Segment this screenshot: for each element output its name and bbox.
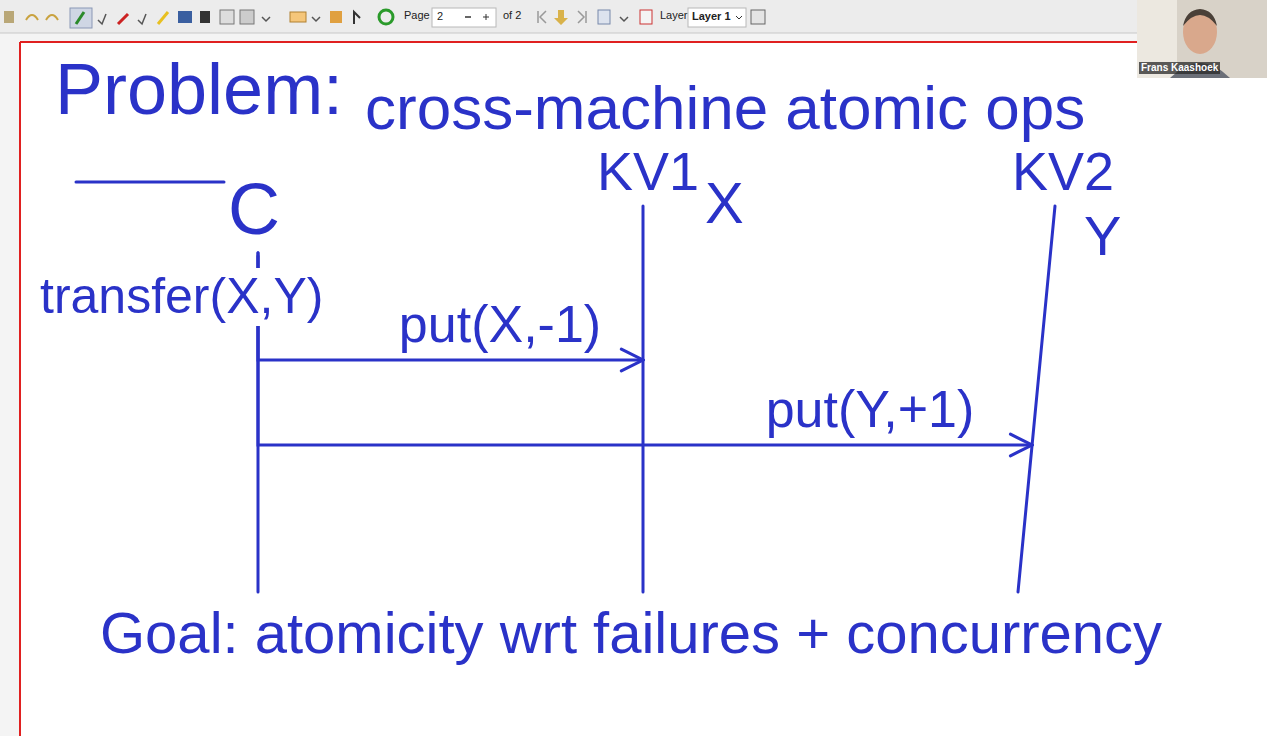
participant-name: C (228, 168, 280, 251)
webcam-frame (1137, 0, 1267, 78)
lifeline (1018, 206, 1055, 592)
key-name: X (705, 170, 744, 237)
heading-word: Problem: (55, 48, 343, 131)
participant-head: KV2Y (1012, 140, 1114, 202)
message-label: put(X,-1) (397, 295, 603, 355)
underline-stroke (76, 181, 224, 184)
toolbar-label: of 2 (503, 9, 521, 22)
webcam-person (1183, 10, 1217, 54)
heading-text: cross-machine atomic ops (365, 72, 1085, 143)
key-name: Y (1084, 204, 1121, 268)
participant-name: KV2 (1012, 140, 1114, 202)
page (20, 42, 1267, 736)
page-border (19, 42, 21, 736)
message-arrow (258, 253, 1032, 445)
toolbar-edge (0, 33, 1267, 34)
toolbar-label: Layer (660, 9, 688, 22)
toolbar-label: Page (404, 9, 430, 22)
layer-select: Layer 1 (692, 10, 731, 23)
lifeline (642, 206, 645, 592)
participant-name: Frans Kaashoek (1139, 62, 1220, 74)
participant-name: KV1 (597, 140, 699, 202)
toolbar-icons (4, 8, 765, 28)
toolbar (0, 0, 1267, 33)
message-label: put(Y,+1) (764, 380, 977, 440)
goal-text: Goal: atomicity wrt failures + concurren… (100, 600, 1162, 667)
page-border (20, 41, 1267, 43)
webcam-person (1183, 9, 1217, 26)
participant-head: KV1X (597, 140, 699, 202)
page-number: 2 (437, 10, 443, 23)
participant-head: C (228, 168, 280, 251)
operation-text: transfer(X,Y) (38, 268, 325, 326)
